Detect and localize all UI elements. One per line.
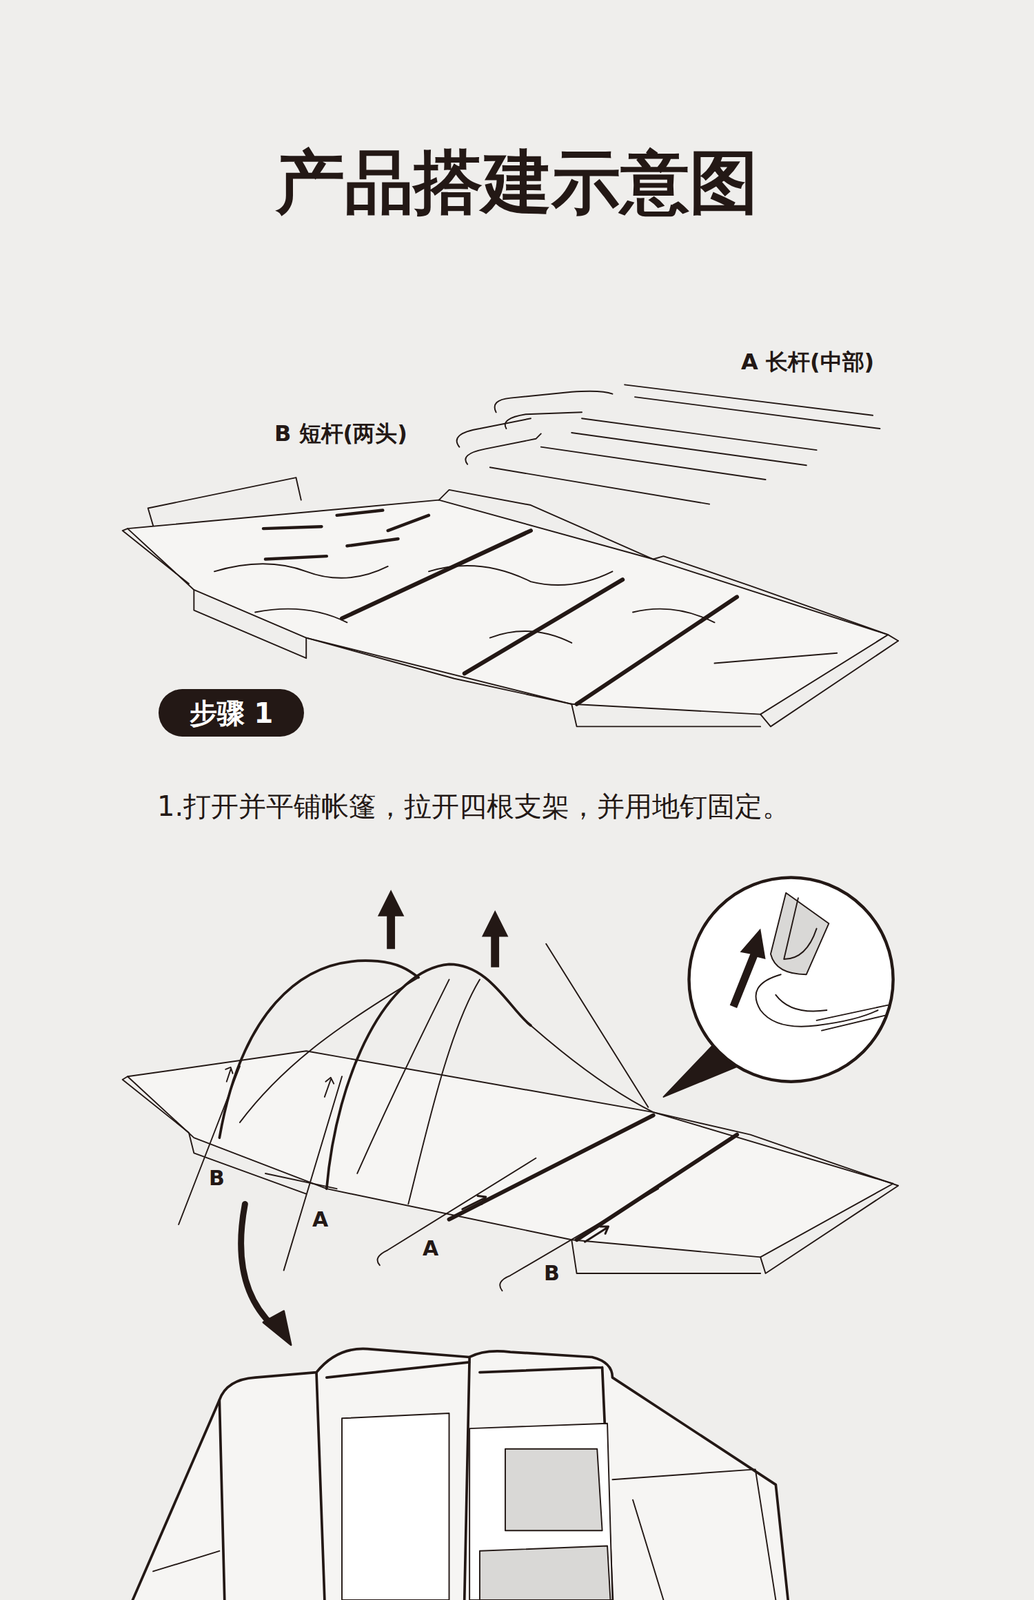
assembled-tent-part (132, 1349, 788, 1600)
assembled-tent-part (505, 1449, 603, 1532)
page-title: 产品搭建示意图 (0, 141, 1034, 225)
short-poles-part (505, 412, 582, 429)
detail-callout-part (783, 898, 817, 960)
flat-tent-part (571, 704, 761, 728)
part-name: B 短杆(两头) (274, 420, 408, 447)
long-poles-part (490, 467, 710, 504)
long-poles-part (541, 447, 766, 480)
raising-tent-part (653, 1112, 899, 1274)
up-arrows (377, 889, 509, 968)
flat-tent-part (439, 490, 654, 560)
assembled-tent-part (219, 1357, 613, 1600)
short-poles-part (465, 433, 541, 464)
raising-tent-part (239, 978, 654, 1205)
flat-tent-part (576, 596, 737, 704)
flat-tent-part (148, 477, 302, 526)
raising-tent-part (449, 1116, 654, 1221)
raising-tent-part (284, 1076, 342, 1271)
raising-tent-part (377, 1158, 537, 1266)
part-name: A 长杆(中部) (741, 348, 875, 375)
flat-tent-part (127, 500, 888, 715)
detail-callout-part (816, 1005, 889, 1032)
flat-tent-part (632, 609, 837, 664)
assembled-tent-part (341, 1413, 449, 1600)
raising-tent-part (462, 1196, 486, 1210)
assembled-tent-part (479, 1546, 611, 1600)
flat-tent-part (428, 565, 613, 586)
raising-tent-part (178, 1066, 240, 1225)
flat-tent-part (122, 528, 189, 584)
pole-letter: B (206, 1166, 227, 1192)
flat-tent-part (193, 590, 572, 705)
long-poles-part (634, 397, 880, 429)
pole-letter: B (541, 1261, 562, 1287)
step-badge: 步骤 1 (158, 689, 304, 737)
raising-tent-part (584, 1227, 608, 1243)
flat-tent-part (263, 510, 429, 560)
up-arrows-part (481, 910, 509, 968)
detail-callout-part (730, 929, 766, 1009)
long-poles-part (581, 418, 817, 451)
detail-callout-part (755, 974, 878, 1028)
short-poles (457, 391, 613, 465)
short-poles-part (494, 391, 613, 413)
raising-tent-part (571, 1240, 761, 1274)
raising-tent-part (545, 944, 648, 1108)
down-arrow-part (263, 1311, 291, 1346)
down-arrow-part (241, 1204, 274, 1327)
assembled-tent-part (153, 1469, 776, 1600)
flat-tent-part (255, 609, 572, 644)
detail-callout-part (689, 878, 894, 1083)
raising-tent-part (324, 1078, 334, 1098)
long-poles-part (571, 432, 807, 466)
detail-callout (663, 878, 893, 1098)
pole-letter: A (420, 1236, 441, 1262)
flat-tent-part (464, 579, 624, 674)
raising-tent-part (326, 964, 531, 1190)
flat-tent-part (341, 530, 531, 619)
raising-tent-part (225, 1067, 233, 1083)
flat-tent-part (214, 563, 389, 579)
long-poles (490, 384, 881, 504)
detail-callout-part (770, 893, 829, 975)
up-arrows-part (377, 889, 404, 950)
raising-tent-part (499, 1189, 659, 1292)
pole-letter: A (310, 1207, 331, 1233)
assembled-tent (132, 1349, 788, 1600)
step-label: 步骤 1 (189, 696, 274, 731)
assembled-tent-part (469, 1424, 613, 1600)
down-arrow (241, 1204, 291, 1345)
raising-tent-part (576, 1135, 737, 1241)
instruction-text: 1.打开并平铺帐篷，拉开四根支架，并用地钉固定。 (157, 789, 790, 824)
